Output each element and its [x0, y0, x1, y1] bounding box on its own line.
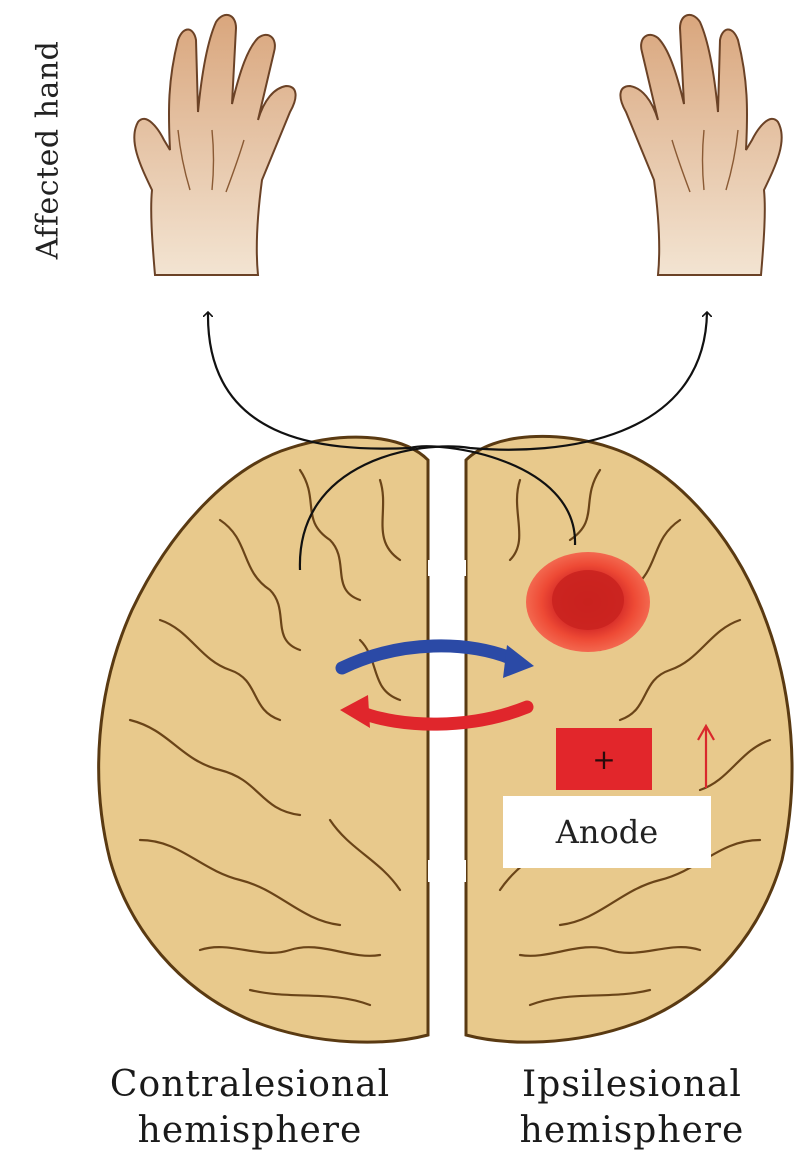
anode-label: Anode	[556, 813, 658, 851]
contralesional-line2: hemisphere	[60, 1108, 440, 1154]
contralesional-hemisphere-label: Contralesional hemisphere	[60, 1062, 440, 1154]
left-hand-icon	[134, 15, 295, 275]
brain-illustration	[99, 436, 792, 1042]
ipsilesional-line1: Ipsilesional	[462, 1062, 802, 1108]
lesion-marker	[526, 552, 650, 652]
ipsilesional-hemisphere-label: Ipsilesional hemisphere	[462, 1062, 802, 1154]
right-hand-icon	[620, 15, 781, 275]
plus-sign: +	[592, 743, 615, 776]
anode-label-box: Anode	[503, 796, 711, 868]
contralesional-line1: Contralesional	[60, 1062, 440, 1108]
ipsilesional-line2: hemisphere	[462, 1108, 802, 1154]
anode-electrode: +	[556, 728, 652, 790]
